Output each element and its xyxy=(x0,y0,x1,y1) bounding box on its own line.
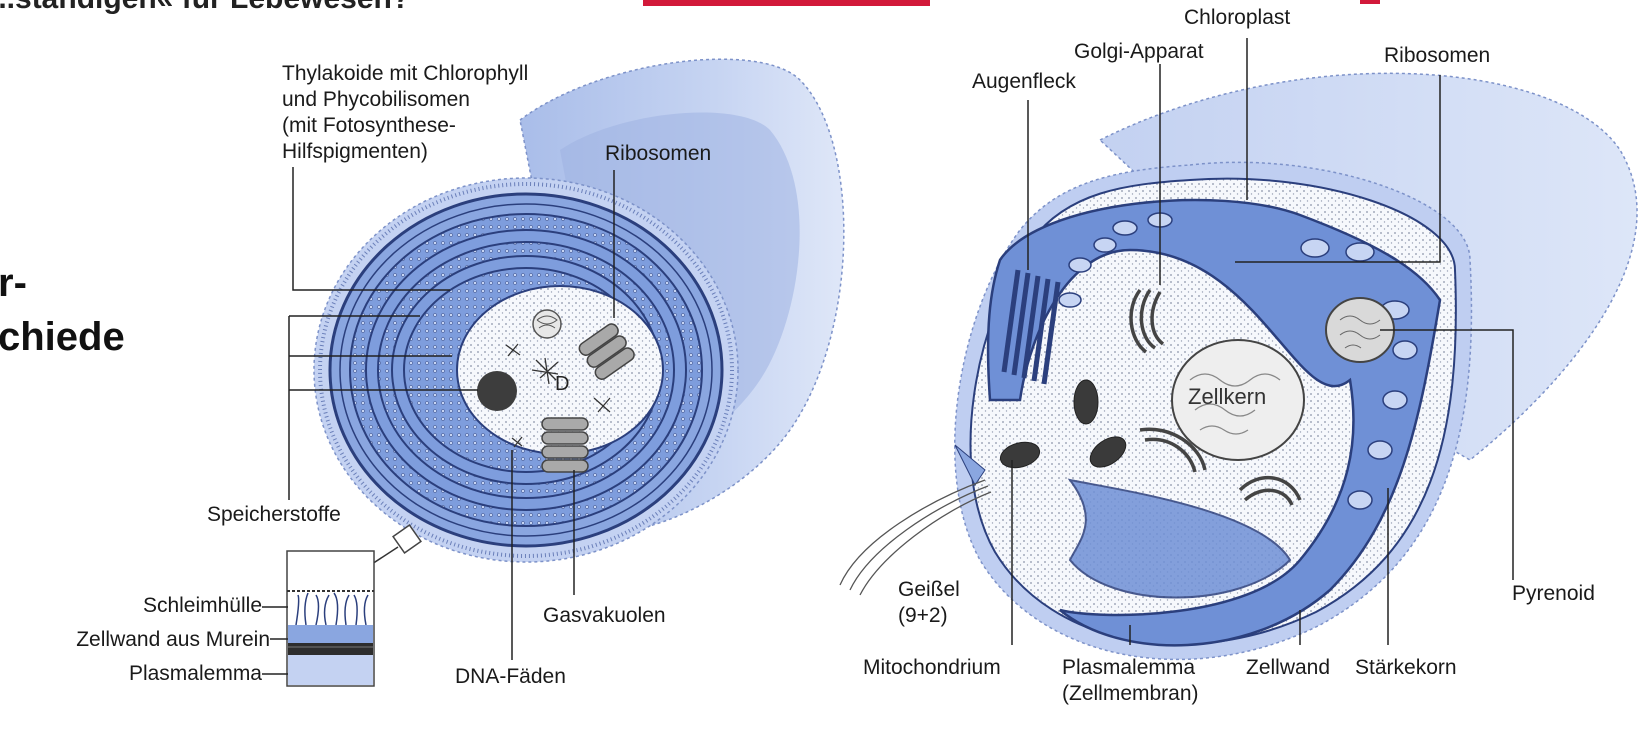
label-thylakoide-2: und Phycobilisomen xyxy=(282,88,470,112)
label-ribosomen-eukaryote: Ribosomen xyxy=(1384,44,1490,68)
label-thylakoide-1: Thylakoide mit Chlorophyll xyxy=(282,62,528,86)
eukaryote-cell: Zellkern xyxy=(840,73,1637,659)
label-plasmalemma-eukaryote-2: (Zellmembran) xyxy=(1062,682,1199,706)
nucleoid-letter: D xyxy=(555,373,569,395)
label-staerkekorn: Stärkekorn xyxy=(1355,656,1457,680)
label-geissel-2: (9+2) xyxy=(898,604,948,628)
label-augenfleck: Augenfleck xyxy=(972,70,1076,94)
label-pyrenoid: Pyrenoid xyxy=(1512,582,1595,606)
label-speicherstoffe: Speicherstoffe xyxy=(207,503,341,527)
label-plasmalemma-prokaryote: Plasmalemma xyxy=(129,662,262,686)
label-zellwand-murein: Zellwand aus Murein xyxy=(76,628,270,652)
label-thylakoide-3: (mit Fotosynthese- xyxy=(282,114,456,138)
label-mitochondrium: Mitochondrium xyxy=(863,656,1001,680)
label-golgi-apparat: Golgi-Apparat xyxy=(1074,40,1204,64)
label-dna-faeden: DNA-Fäden xyxy=(455,665,566,689)
label-schleimhuelle: Schleimhülle xyxy=(143,594,262,618)
label-plasmalemma-eukaryote-1: Plasmalemma xyxy=(1062,656,1195,680)
label-gasvakuolen: Gasvakuolen xyxy=(543,604,666,628)
label-thylakoide-4: Hilfspigmenten) xyxy=(282,140,428,164)
label-geissel-1: Geißel xyxy=(898,578,960,602)
zellkern-label: Zellkern xyxy=(1188,384,1266,409)
label-ribosomen-prokaryote: Ribosomen xyxy=(605,142,711,166)
label-zellwand: Zellwand xyxy=(1246,656,1330,680)
label-chloroplast: Chloroplast xyxy=(1184,6,1290,30)
